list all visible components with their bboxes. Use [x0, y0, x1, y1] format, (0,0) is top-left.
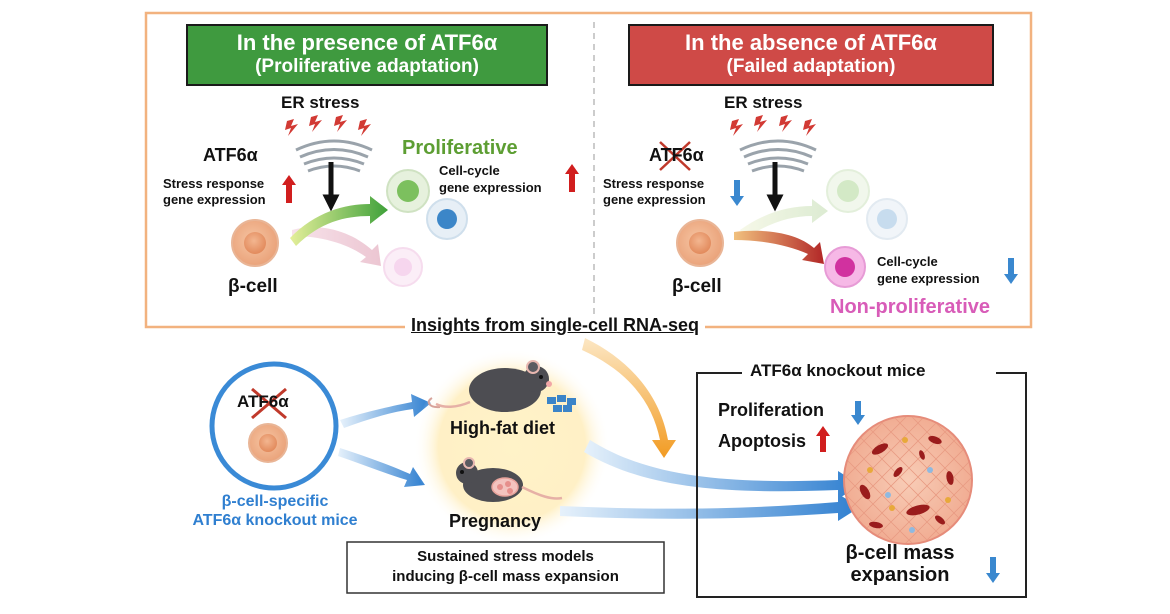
banner-absence-subtitle: (Failed adaptation) — [726, 55, 896, 77]
banner-presence-subtitle: (Proliferative adaptation) — [255, 55, 479, 77]
lightning-icons-right — [730, 115, 816, 136]
knockout-mice-label-2: ATF6α knockout mice — [192, 512, 358, 529]
atf6-label-bottom: ATF6α — [237, 392, 289, 411]
high-fat-diet-label: High-fat diet — [450, 418, 555, 438]
er-icon-left — [295, 139, 373, 173]
stress-response-label-right-2: gene expression — [603, 192, 706, 207]
stress-response-label-left-2: gene expression — [163, 192, 266, 207]
apoptosis-label: Apoptosis — [718, 431, 806, 451]
lightning-icons-left — [285, 115, 371, 136]
red-arrow — [734, 230, 824, 264]
models-caption-2: inducing β-cell mass expansion — [392, 568, 619, 585]
ko-box-title: ATF6α knockout mice — [746, 361, 930, 381]
banner-absence: In the absence of ATF6α (Failed adaptati… — [628, 24, 994, 86]
down-arrow-icon-cellcycle — [1004, 258, 1018, 284]
proliferative-cell-blue-nucleus — [437, 209, 457, 229]
orange-arrow — [582, 338, 676, 458]
arrow-to-pregnancy — [338, 448, 425, 487]
faded-arrow-right — [740, 199, 828, 238]
beta-cell-label-left: β-cell — [228, 276, 278, 297]
cell-cycle-label-left-1: Cell-cycle — [439, 163, 500, 178]
atf6-cross-icon-bottom — [251, 387, 287, 420]
down-arrow-icon-stress — [730, 180, 744, 206]
er-icon-right — [739, 139, 817, 173]
faded-arrow-left — [292, 227, 381, 266]
down-arrow-icon-mass — [986, 557, 1000, 583]
non-proliferative-cell-nucleus — [835, 257, 855, 277]
faded-cell-blue-nucleus — [877, 209, 897, 229]
green-arrow — [290, 196, 388, 246]
arrow-hfd-to-result — [584, 440, 860, 499]
cell-cycle-label-right-1: Cell-cycle — [877, 254, 938, 269]
up-arrow-icon — [282, 175, 296, 203]
banner-presence-title: In the presence of ATF6α — [236, 30, 498, 55]
mass-label-1: β-cell mass — [845, 542, 955, 564]
knockout-mice-label-1: β-cell-specific — [221, 493, 329, 510]
mouse-icon-pregnancy — [456, 457, 563, 502]
stress-response-label-left-1: Stress response — [163, 176, 265, 191]
insights-label: Insights from single-cell RNA-seq — [405, 315, 706, 336]
stress-response-label-right-1: Stress response — [603, 176, 705, 191]
pregnancy-label: Pregnancy — [449, 511, 542, 531]
models-caption-box — [346, 541, 665, 594]
mouse-icon-hfd — [427, 360, 552, 412]
islet-icon — [843, 415, 973, 545]
atf6-label-right: ATF6α — [649, 145, 704, 165]
arrow-to-hfd — [340, 394, 431, 428]
faded-cell-pink-nucleus — [394, 258, 412, 276]
proliferation-label: Proliferation — [718, 400, 825, 420]
non-proliferative-label: Non-proliferative — [830, 296, 991, 318]
up-arrow-icon-apoptosis — [816, 426, 830, 452]
proliferative-cell-green-nucleus — [397, 180, 419, 202]
banner-absence-title: In the absence of ATF6α — [685, 30, 937, 55]
beta-cell-label-right: β-cell — [672, 276, 722, 297]
mass-label-2: expansion — [850, 564, 950, 586]
cell-cycle-label-right-2: gene expression — [877, 271, 980, 286]
proliferative-label: Proliferative — [402, 137, 518, 159]
er-stress-label-left: ER stress — [281, 93, 360, 112]
food-pellets-icon — [547, 395, 576, 412]
banner-presence: In the presence of ATF6α (Proliferative … — [186, 24, 548, 86]
ko-box — [696, 372, 1027, 598]
beta-cell-nucleus-right — [689, 232, 711, 254]
cell-cycle-label-left-2: gene expression — [439, 180, 542, 195]
models-caption-1: Sustained stress models — [417, 548, 594, 565]
beta-cell-nucleus-left — [244, 232, 266, 254]
arrow-pregnancy-to-result — [560, 494, 860, 521]
er-stress-label-right: ER stress — [724, 93, 803, 112]
beta-cell-nucleus-bottom — [259, 434, 277, 452]
faded-cell-green-nucleus — [837, 180, 859, 202]
up-arrow-icon-cellcycle — [565, 164, 579, 192]
down-arrow-icon-proliferation — [851, 401, 865, 425]
atf6-label-left: ATF6α — [203, 145, 258, 165]
atf6-cross-icon-top — [659, 141, 691, 171]
